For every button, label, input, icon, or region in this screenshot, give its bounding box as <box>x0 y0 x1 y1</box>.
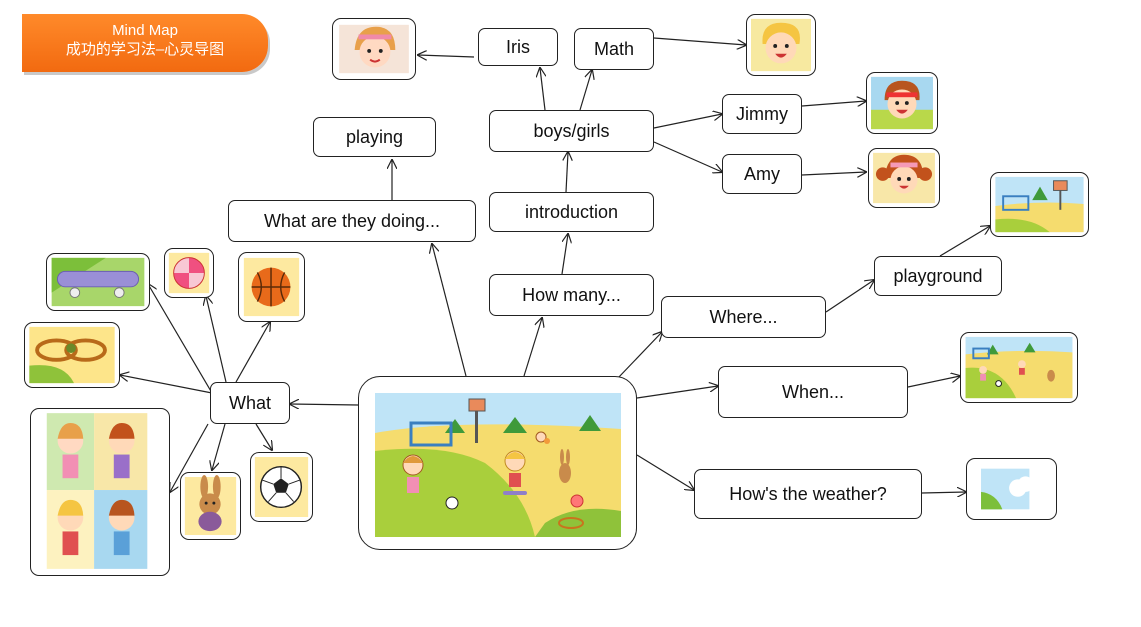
pic-beach-ball[interactable] <box>164 248 214 298</box>
node-when[interactable]: When... <box>718 366 908 418</box>
children-group-icon <box>46 413 148 569</box>
banner-title: Mind Map <box>112 22 178 39</box>
basketball-icon <box>243 257 300 317</box>
pic-park[interactable] <box>960 332 1078 403</box>
node-playing[interactable]: playing <box>313 117 436 157</box>
beach-ball-icon <box>168 252 210 294</box>
node-where[interactable]: Where... <box>661 296 826 338</box>
playground-goal-scene <box>995 176 1084 233</box>
pic-soccer-ball[interactable] <box>250 452 313 522</box>
rabbit-icon <box>184 475 237 536</box>
pic-jump-rope[interactable] <box>24 322 120 388</box>
boy-face-icon <box>751 18 811 72</box>
pic-basketball[interactable] <box>238 252 305 322</box>
pic-girl-amy[interactable] <box>868 148 940 208</box>
boy-headband-face-icon <box>871 76 933 130</box>
node-iris[interactable]: Iris <box>478 28 558 66</box>
pic-rabbit[interactable] <box>180 472 241 540</box>
girl-face-icon <box>339 24 409 74</box>
pic-weather[interactable] <box>966 458 1057 520</box>
skateboard-icon <box>51 257 145 307</box>
park-scene <box>965 336 1073 399</box>
sky-cloud-icon <box>981 468 1034 510</box>
pic-children-group[interactable] <box>30 408 170 576</box>
pic-playground[interactable] <box>990 172 1089 237</box>
central-playground-scene <box>375 393 621 537</box>
node-what[interactable]: What <box>210 382 290 424</box>
node-amy[interactable]: Amy <box>722 154 802 194</box>
node-introduction[interactable]: introduction <box>489 192 654 232</box>
pic-girl-iris[interactable] <box>332 18 416 80</box>
node-playground[interactable]: playground <box>874 256 1002 296</box>
banner-subtitle: 成功的学习法–心灵导图 <box>65 41 225 58</box>
central-scene-frame[interactable] <box>358 376 637 550</box>
node-boys-girls[interactable]: boys/girls <box>489 110 654 152</box>
soccer-ball-icon <box>254 456 309 518</box>
pic-skateboard[interactable] <box>46 253 150 311</box>
node-math[interactable]: Math <box>574 28 654 70</box>
node-how-many[interactable]: How many... <box>489 274 654 316</box>
node-hows-the-weather[interactable]: How's the weather? <box>694 469 922 519</box>
jump-rope-icon <box>29 326 115 384</box>
girl-pigtails-face-icon <box>873 152 935 204</box>
mind-map-banner: Mind Map 成功的学习法–心灵导图 <box>22 14 268 72</box>
pic-boy-math[interactable] <box>746 14 816 76</box>
node-jimmy[interactable]: Jimmy <box>722 94 802 134</box>
node-what-are-they-doing[interactable]: What are they doing... <box>228 200 476 242</box>
pic-boy-jimmy[interactable] <box>866 72 938 134</box>
